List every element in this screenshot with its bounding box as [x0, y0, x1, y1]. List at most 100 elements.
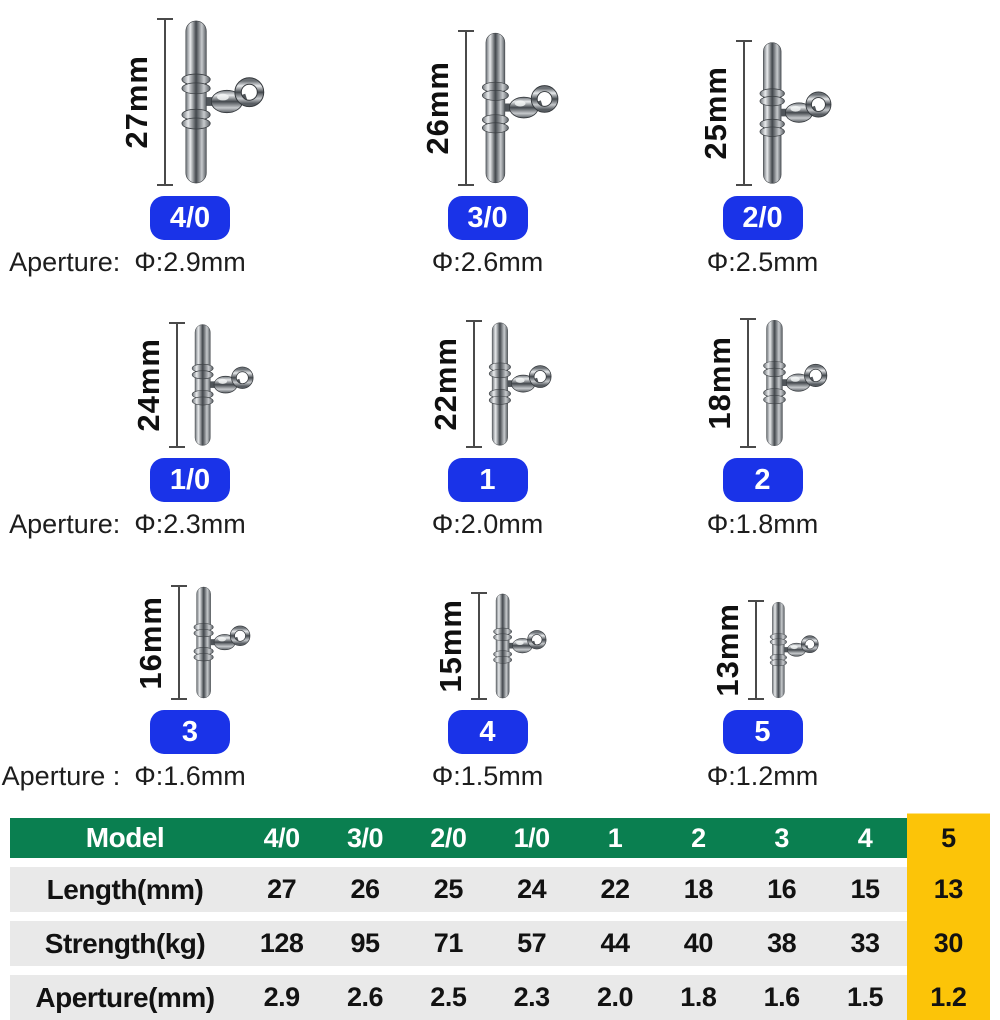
- aperture-value: Φ:1.6mm: [134, 761, 246, 791]
- swivel-image: [187, 322, 254, 448]
- measurement: 24mm: [127, 322, 187, 448]
- header-model-cell: 4/0: [263, 822, 301, 853]
- swivel-image: [758, 318, 828, 448]
- aperture-prefix: Aperture:: [9, 509, 121, 539]
- length-label: 27mm: [119, 55, 154, 149]
- swivel-image: [189, 585, 251, 700]
- aperture-text: Φ:2.6mm: [432, 247, 544, 278]
- spec-table-header-row: Model 4/0 3/0 2/0 1/0 1 2 3 4 5: [10, 818, 990, 858]
- swivel-image: [484, 320, 552, 448]
- aperture-text: Φ:1.2mm: [707, 761, 819, 792]
- measurement-line: [458, 30, 474, 186]
- model-badge: 2: [722, 458, 803, 502]
- aperture-value: Φ:2.6mm: [431, 247, 544, 277]
- length-label: 13mm: [710, 603, 745, 697]
- header-model-cell: 4: [857, 822, 873, 853]
- spec-row-aperture: Aperture(mm) 2.9 2.6 2.5 2.3 2.0 1.8 1.6…: [10, 975, 990, 1020]
- product-cell-1: 22mm 1 Φ:2.0mm: [350, 290, 625, 552]
- product-cell-4-0: 27mm 4/0 Aperture: Φ:2.9mm: [0, 0, 350, 290]
- model-badge: 3/0: [447, 196, 528, 240]
- model-badge: 4/0: [150, 196, 230, 240]
- value-cell: 33: [850, 928, 880, 958]
- value-cell: 16: [767, 874, 797, 904]
- swivel-image: [175, 18, 265, 186]
- value-cell: 18: [683, 874, 714, 904]
- length-label: 16mm: [133, 595, 168, 690]
- header-model-cell: 1/0: [513, 822, 551, 853]
- value-cell: 57: [517, 928, 547, 958]
- aperture-text: Φ:1.8mm: [707, 509, 819, 540]
- length-label: 26mm: [420, 61, 455, 155]
- model-badge: 3: [150, 710, 230, 754]
- product-cell-5: 13mm 5 Φ:1.2mm: [625, 552, 900, 804]
- aperture-text: Aperture :Φ:1.6mm: [2, 761, 246, 792]
- value-cell: 24: [517, 874, 547, 904]
- value-cell: 38: [767, 928, 797, 958]
- aperture-text: Aperture: Φ:2.9mm: [9, 247, 246, 278]
- length-label: 25mm: [697, 66, 733, 160]
- value-cell: 1.5: [846, 982, 884, 1012]
- value-cell: 128: [259, 928, 304, 958]
- swivel-image: [766, 600, 819, 700]
- value-cell: 2.3: [513, 982, 551, 1012]
- value-cell: 2.9: [263, 982, 301, 1012]
- measurement: 13mm: [706, 600, 766, 700]
- value-cell: 95: [350, 928, 380, 958]
- product-row-1: 27mm 4/0 Aperture: Φ:2.9mm 26mm 3/0 Φ:2.6…: [0, 0, 1000, 290]
- row-label: Strength(kg): [44, 927, 206, 959]
- aperture-text: Φ:2.5mm: [707, 247, 819, 278]
- product-row-3: 16mm 3 Aperture :Φ:1.6mm 15mm 4 Φ:1.5mm …: [0, 552, 1000, 804]
- product-cell-4: 15mm 4 Φ:1.5mm: [350, 552, 625, 804]
- swivel-image: [476, 30, 559, 186]
- measurement-line: [171, 585, 187, 700]
- product-row-2: 24mm 1/0 Aperture:Φ:2.3mm 22mm 1 Φ:2.0mm…: [0, 290, 1000, 552]
- measurement: 16mm: [129, 585, 189, 700]
- aperture-value: Φ:1.5mm: [431, 761, 544, 791]
- measurement-line: [735, 40, 752, 186]
- aperture-text: Aperture: Φ:2.3mm: [9, 509, 246, 540]
- row-label: Aperture(mm): [35, 981, 215, 1013]
- spec-table: Model 4/0 3/0 2/0 1/0 1 2 3 4 5 Length(m…: [10, 818, 990, 1020]
- value-cell: 40: [683, 928, 714, 958]
- product-cell-3: 16mm 3 Aperture :Φ:1.6mm: [0, 552, 350, 804]
- aperture-value: Φ:2.3mm: [134, 509, 246, 539]
- aperture-text: Φ:1.5mm: [432, 761, 544, 792]
- aperture-value: Φ:1.8mm: [706, 509, 819, 539]
- measurement: 25mm: [694, 40, 754, 186]
- product-cell-2: 18mm 2 Φ:1.8mm: [625, 290, 900, 552]
- swivel-image: [489, 592, 547, 700]
- product-cell-2-0: 25mm 2/0 Φ:2.5mm: [625, 0, 900, 290]
- header-model-cell: 2/0: [430, 822, 467, 853]
- measurement: 15mm: [429, 592, 489, 700]
- value-cell: 15: [850, 874, 880, 904]
- measurement: 26mm: [416, 30, 476, 186]
- model-badge: 1: [447, 458, 528, 502]
- value-cell-highlighted: 30: [906, 921, 990, 966]
- row-label: Length(mm): [46, 873, 204, 905]
- length-label: 15mm: [432, 599, 468, 693]
- header-model-cell: 1: [607, 822, 623, 853]
- aperture-text: Φ:2.0mm: [432, 509, 544, 540]
- value-cell: 1.8: [680, 982, 717, 1012]
- measurement-line: [748, 600, 764, 700]
- aperture-value: Φ:1.2mm: [706, 761, 819, 791]
- aperture-prefix: Aperture:: [9, 247, 121, 277]
- product-cell-1-0: 24mm 1/0 Aperture:Φ:2.3mm: [0, 290, 350, 552]
- spec-row-strength: Strength(kg) 128 95 71 57 44 40 38 33 30: [10, 921, 990, 966]
- value-cell: 25: [433, 874, 464, 904]
- length-label: 22mm: [427, 337, 463, 431]
- measurement: 22mm: [424, 320, 484, 448]
- value-cell: 44: [600, 928, 630, 958]
- value-cell: 2.0: [596, 982, 634, 1012]
- measurement-line: [739, 318, 756, 448]
- header-model-cell: 2: [691, 822, 706, 853]
- aperture-value: Φ:2.5mm: [706, 247, 819, 277]
- header-model-cell: 3: [774, 822, 789, 853]
- value-cell: 22: [600, 874, 630, 904]
- measurement-line: [157, 18, 173, 186]
- value-cell: 26: [350, 874, 380, 904]
- aperture-value: Φ:2.9mm: [134, 247, 246, 277]
- length-label: 24mm: [130, 338, 166, 432]
- header-model-cell: 3/0: [346, 822, 384, 853]
- value-cell: 2.6: [346, 982, 384, 1012]
